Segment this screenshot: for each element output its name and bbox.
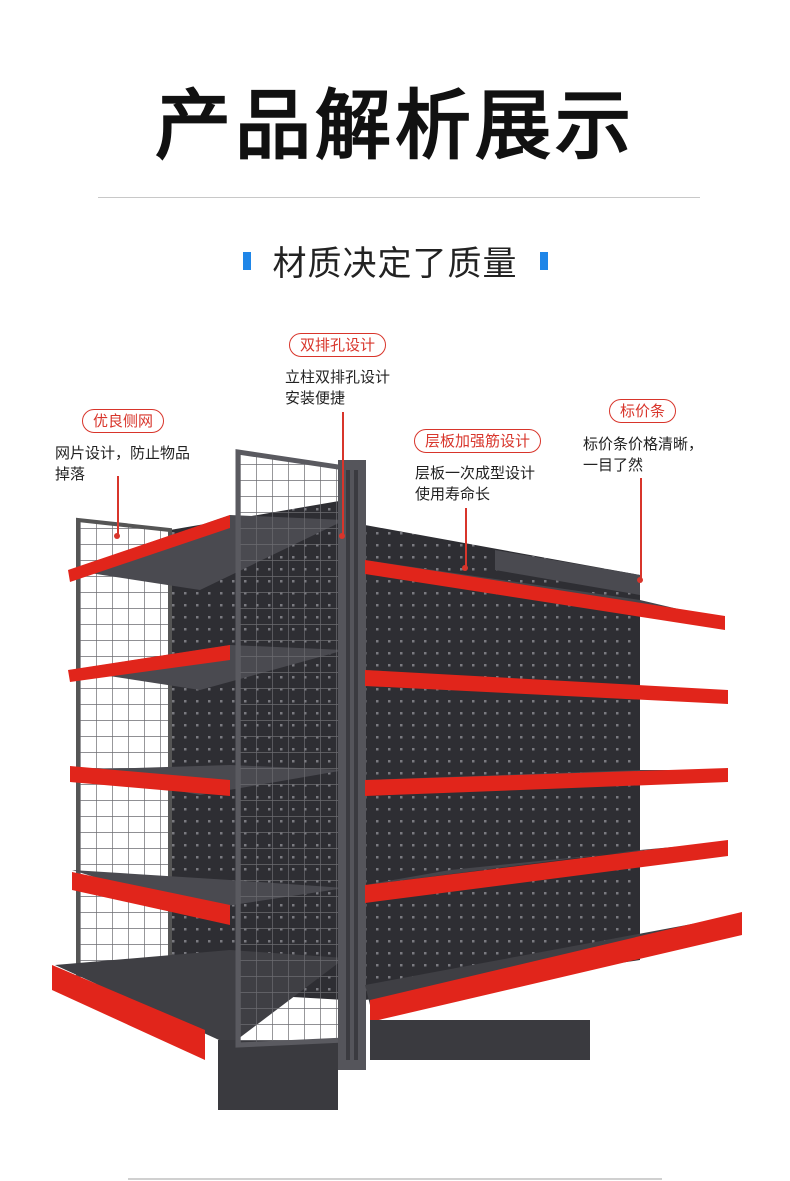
left-wire-side-net (76, 517, 172, 993)
subtitle-row: 材质决定了质量 (0, 236, 790, 285)
bottom-divider (128, 1178, 662, 1180)
callout-dot-double-holes (339, 533, 345, 539)
center-wire-end-panel (235, 449, 348, 1048)
callout-line-price-strip (640, 478, 642, 580)
callout-dot-wire-side (114, 533, 120, 539)
callout-line-wire-side (117, 476, 119, 536)
right-shelves (365, 560, 742, 1060)
callout-dot-price-strip (637, 577, 643, 583)
callout-desc-reinforced-shelf: 层板一次成型设计 使用寿命长 (415, 464, 536, 503)
callout-desc-double-holes: 立柱双排孔设计 安装便捷 (285, 368, 391, 407)
callout-dot-reinforced-shelf (462, 565, 468, 571)
subtitle: 材质决定了质量 (272, 244, 518, 284)
title-divider (98, 197, 700, 198)
callout-tag-wire-side: 优良侧网 (82, 409, 165, 433)
page-title: 产品解析展示 (155, 81, 635, 170)
callout-tag-price-strip: 标价条 (609, 399, 677, 423)
callout-tag-reinforced-shelf: 层板加强筋设计 (414, 429, 542, 453)
subtitle-left-mark (242, 251, 251, 270)
center-upright-post (338, 460, 366, 1070)
callout-tag-double-holes: 双排孔设计 (289, 333, 387, 357)
callout-desc-price-strip: 标价条价格清晰， 一目了然 (583, 435, 704, 474)
callout-desc-wire-side: 网片设计，防止物品 掉落 (55, 444, 191, 483)
subtitle-right-mark (539, 251, 548, 270)
callout-line-double-holes (342, 412, 344, 536)
callout-line-reinforced-shelf (465, 508, 467, 568)
